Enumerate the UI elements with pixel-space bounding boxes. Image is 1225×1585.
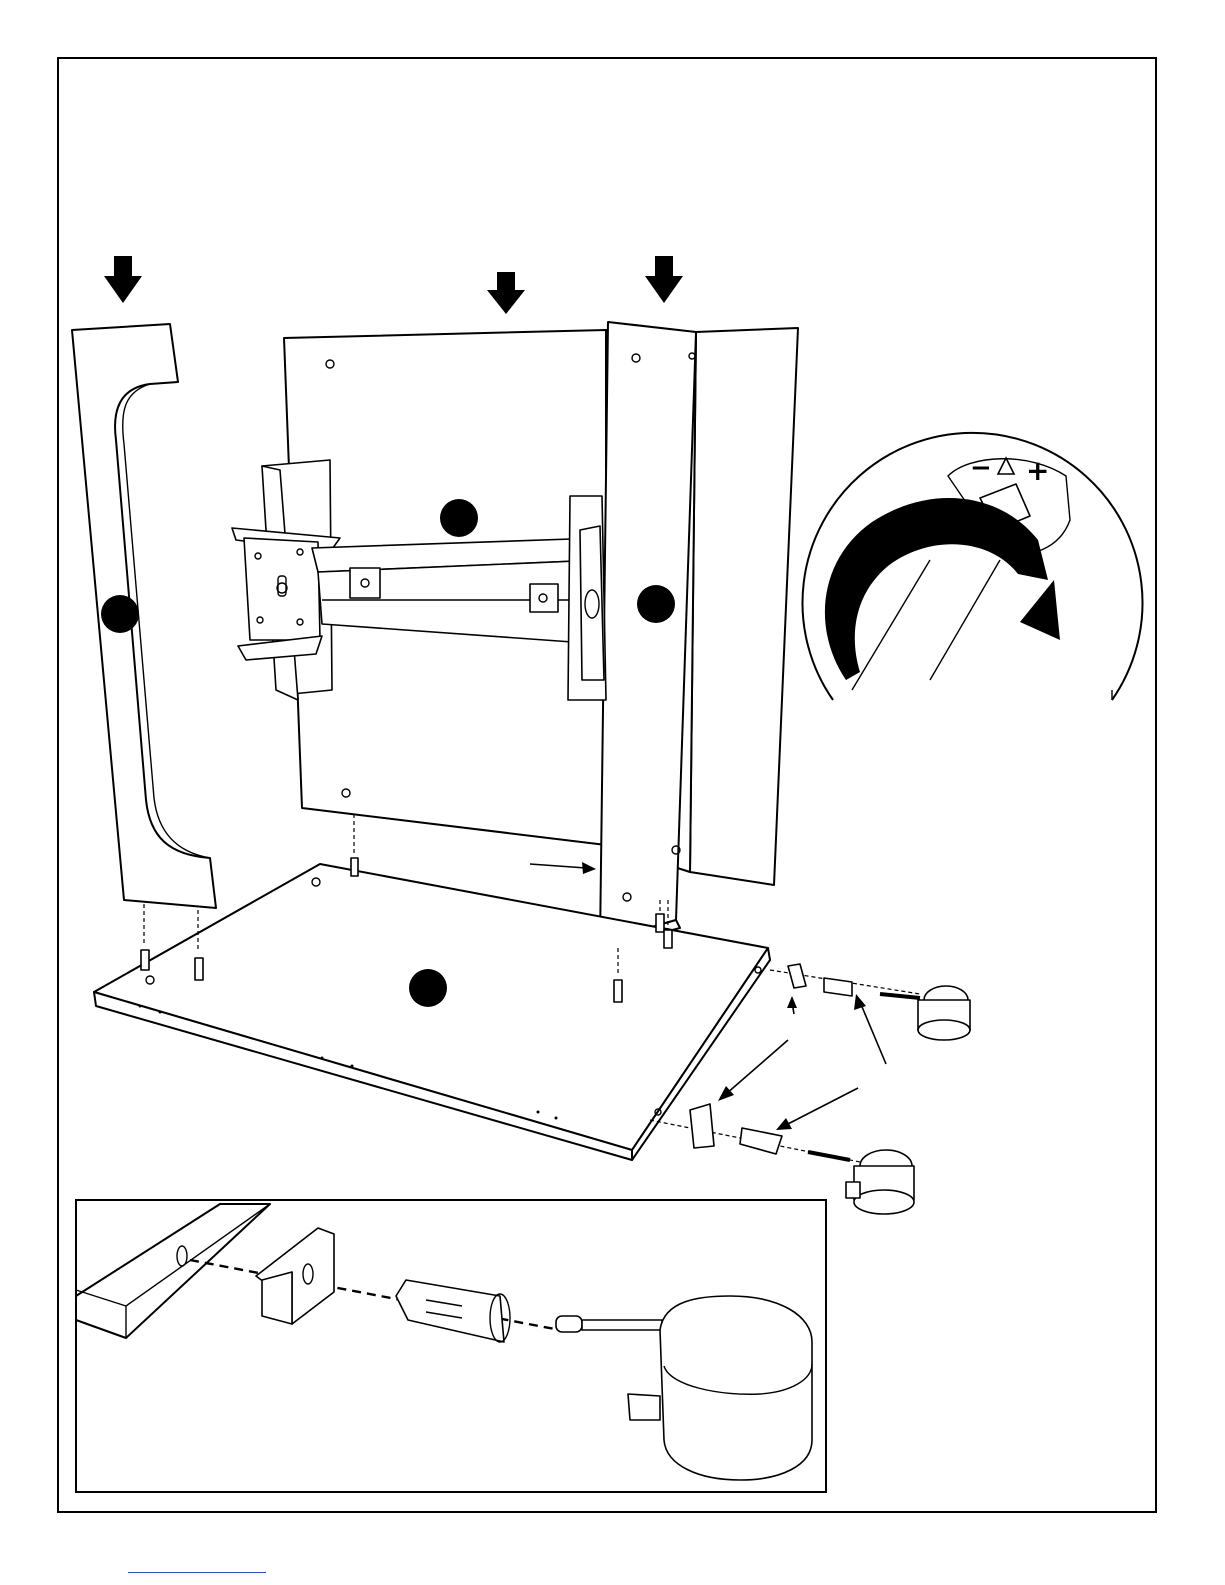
pointer-arrow-icon <box>854 994 886 1064</box>
pointer-arrow-icon <box>530 862 596 874</box>
left-side-panel <box>72 324 216 908</box>
part-marker-left-side <box>101 595 139 633</box>
caster-wheel-icon <box>918 986 970 1040</box>
cam-minus-symbol: − <box>970 453 992 483</box>
corner-bracket <box>256 1228 334 1324</box>
caster-installation-inset <box>76 1200 826 1492</box>
pointer-arrow-icon <box>718 1040 788 1101</box>
part-marker-base <box>409 969 447 1007</box>
caster-wheel-icon <box>846 1150 914 1214</box>
part-marker-right-side <box>637 585 675 623</box>
caster-hardware-upper <box>788 964 970 1040</box>
pointer-arrow-icon <box>787 996 797 1014</box>
down-arrow-icon <box>487 272 525 314</box>
caster-socket-sleeve <box>396 1280 510 1342</box>
cam-plus-symbol: + <box>1026 454 1049 487</box>
part-marker-top-panel <box>440 499 478 537</box>
footer-link-underline[interactable] <box>128 1572 266 1573</box>
down-arrow-icon <box>645 256 683 303</box>
pointer-arrow-icon <box>776 1088 858 1130</box>
down-arrow-icon <box>104 256 142 303</box>
caster-hardware-lower <box>690 1104 914 1214</box>
caster-wheel-icon <box>556 1296 812 1480</box>
cam-lock-rotation-detail: − + <box>803 433 1143 700</box>
